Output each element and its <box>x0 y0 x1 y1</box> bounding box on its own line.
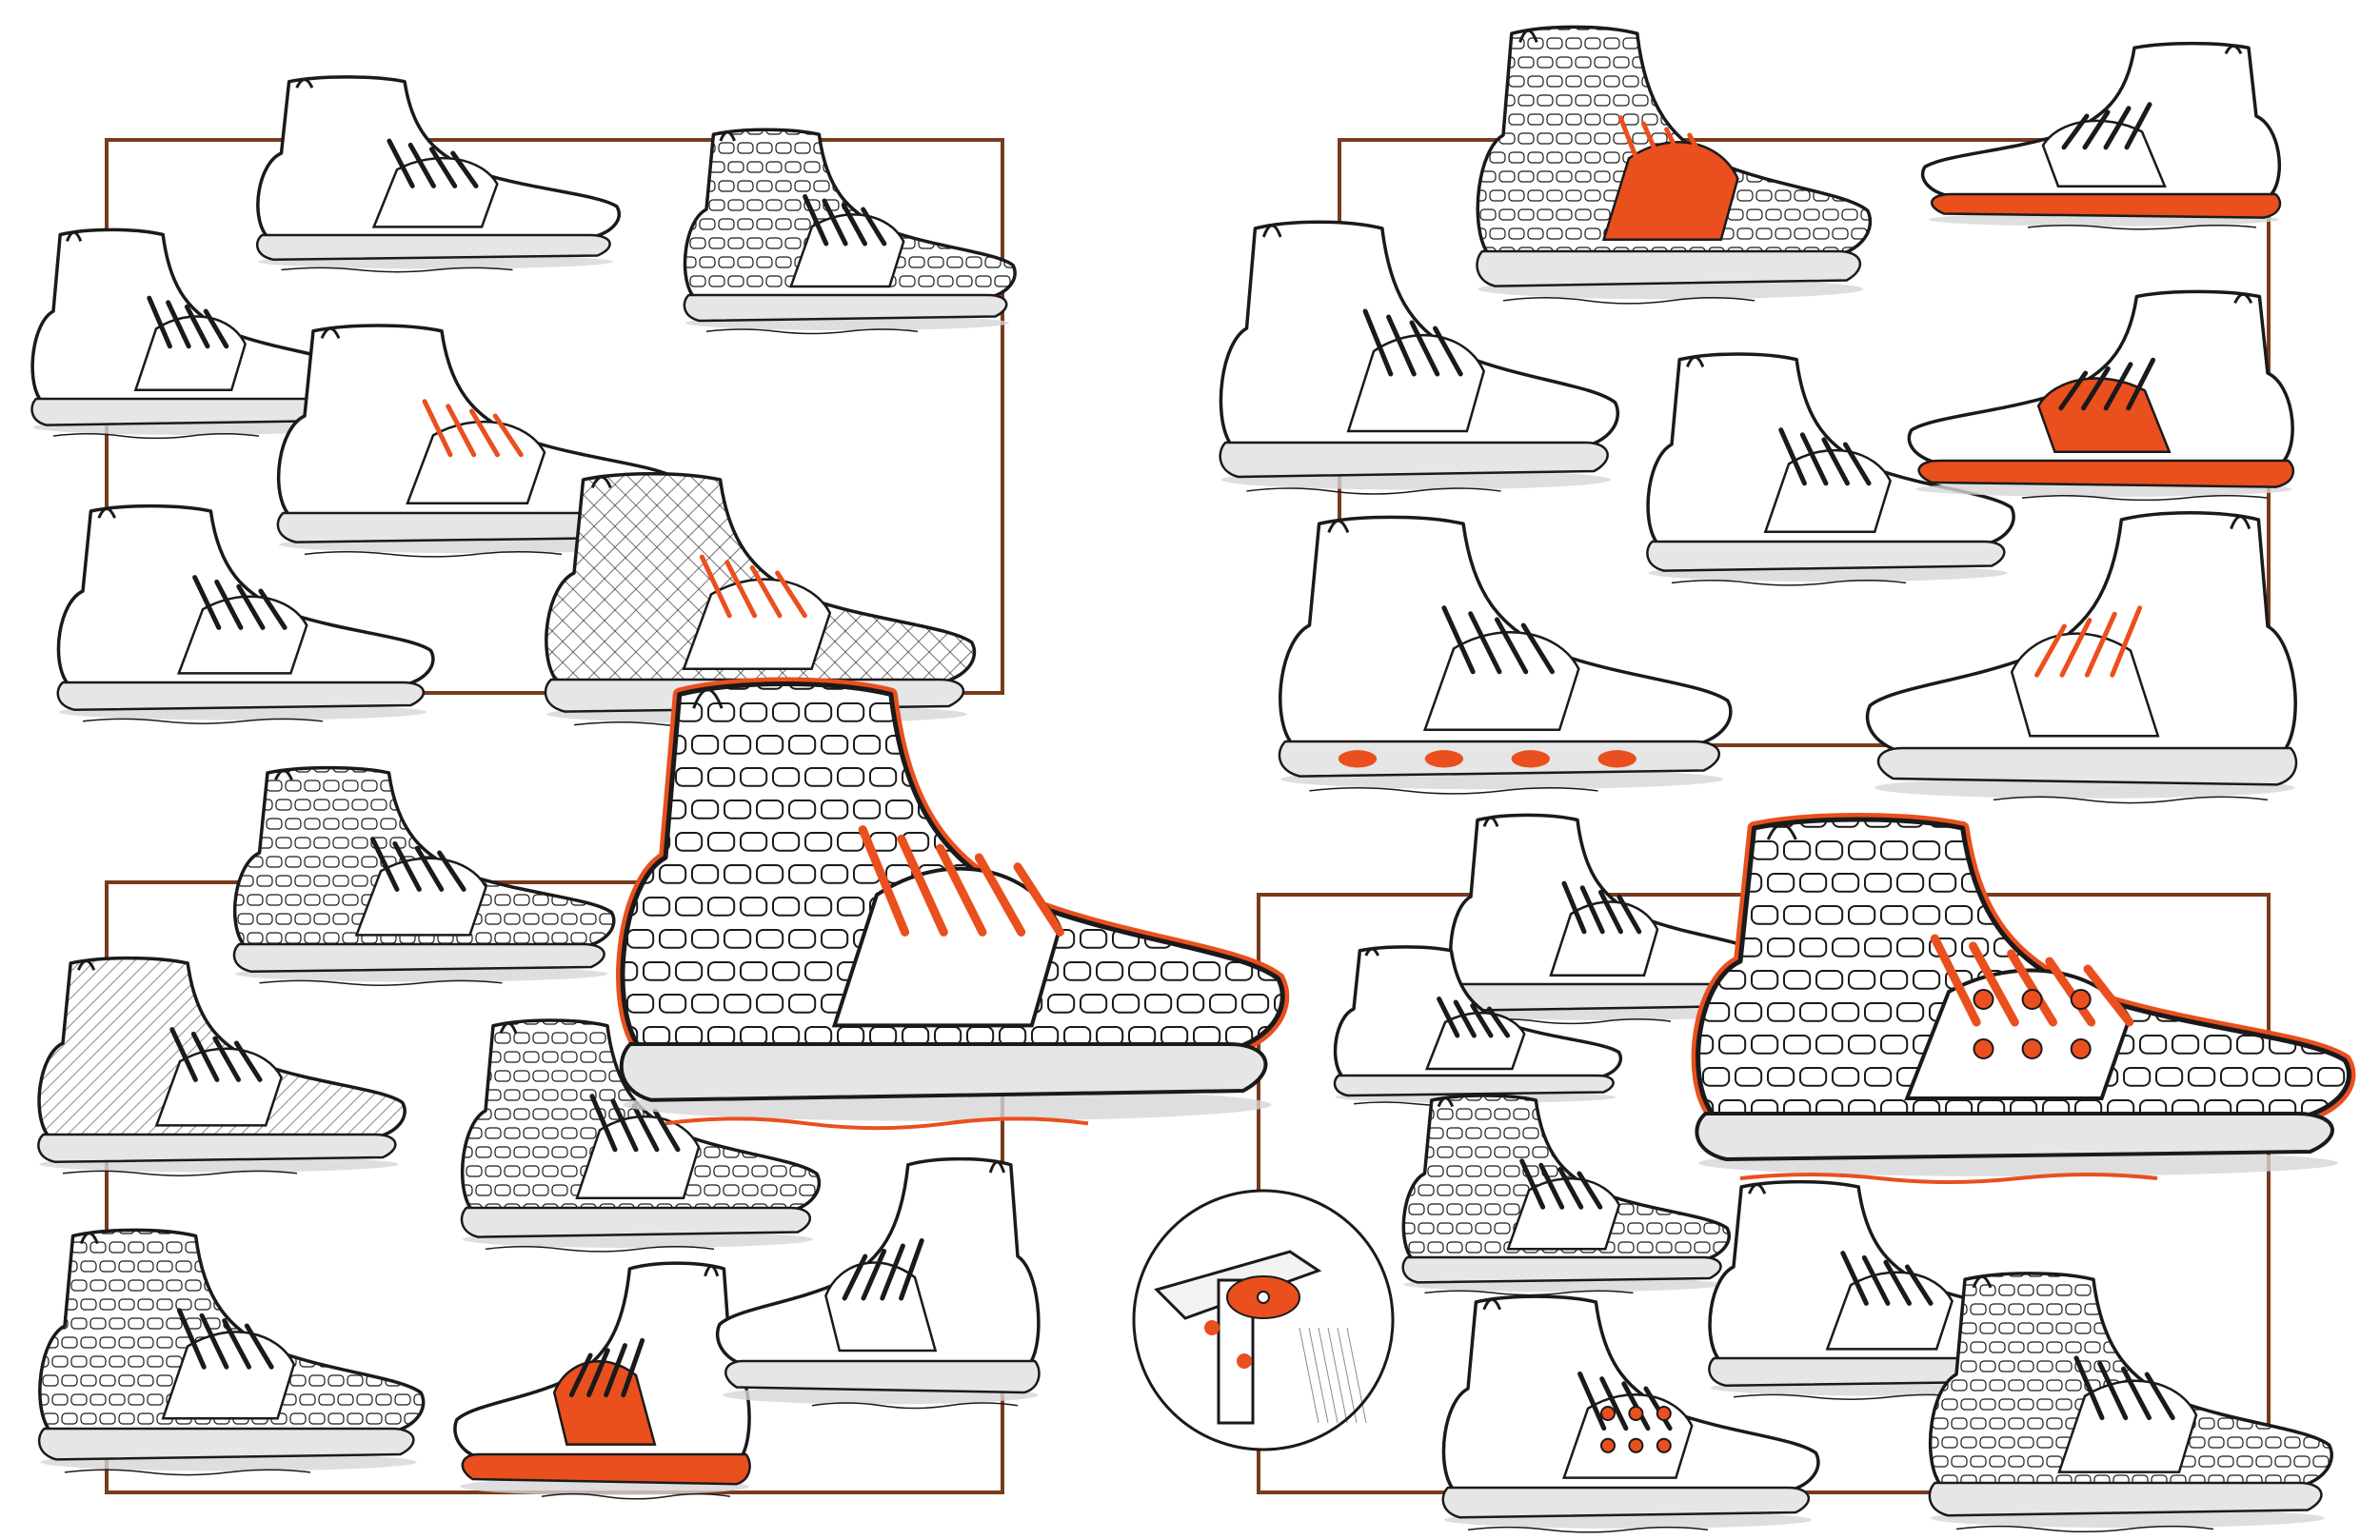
hero-sneaker-woven-pins <box>1671 809 2366 1190</box>
sneaker-sketch-woven-orange-oval <box>1390 1090 1737 1299</box>
sneaker-sketch-orange-cage <box>447 1256 762 1504</box>
sneaker-sketch-orange-base <box>709 1152 1052 1413</box>
sneaker-sketch-orange-dots-low <box>1323 942 1628 1109</box>
sneaker-sketch-sock-loop <box>1204 214 1628 500</box>
sneaker-sketch-perforated <box>43 500 443 728</box>
sneaker-sketch-orange-sole-pods <box>1261 509 1742 800</box>
sneaker-sketch-orange-heel <box>1914 38 2294 233</box>
sneaker-sketch-dotted <box>1438 809 1771 1028</box>
sneaker-sketch-plain-high <box>243 71 628 276</box>
sneaker-sketch-woven-low <box>24 1223 433 1480</box>
sneaker-sketch-woven-orange-cage <box>1461 19 1880 309</box>
eyelet-detail-circle <box>1128 1185 1399 1456</box>
sneaker-sketch-plain-loop <box>19 224 362 443</box>
sneaker-sketch-woven-pins-low <box>1914 1266 2342 1537</box>
sneaker-sketch-woven-oval <box>447 1014 828 1256</box>
sneaker-sketch-orange-spots <box>1428 1290 1828 1537</box>
sneaker-sketch-woven-strap <box>671 124 1023 338</box>
hero-sneaker-woven <box>595 671 1299 1137</box>
sneaker-sketch-hatched-high <box>24 952 414 1180</box>
sneaker-sketch-fan-laces <box>1856 504 2313 809</box>
sneaker-sketch-plain-mid <box>1899 286 2309 504</box>
sneaker-sketch-cross-straps <box>1633 347 2023 590</box>
sneaker-sketch-woven-straps <box>219 761 624 990</box>
sneaker-sketch-orange-laces <box>262 319 690 562</box>
